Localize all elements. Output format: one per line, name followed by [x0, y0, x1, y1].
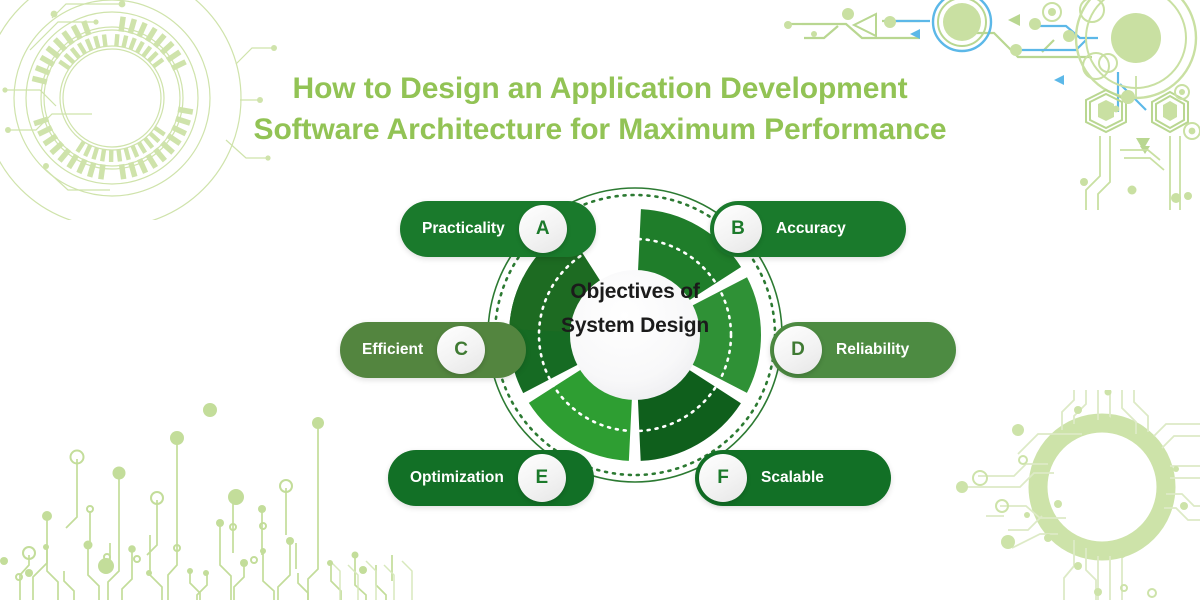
objective-badge-a-letter: A [535, 218, 550, 239]
wheel-center-line-2: System Design [561, 314, 709, 337]
inner-dotted-ring [537, 237, 733, 433]
circuit-ring-decoration [956, 390, 1200, 600]
objective-item-reliability[interactable]: D Reliability [770, 322, 956, 378]
page-title: How to Design an Application Development… [0, 68, 1200, 150]
objective-item-optimization[interactable]: Optimization E [388, 450, 594, 506]
page-title-line-1: How to Design an Application Development [292, 72, 908, 105]
wheel-hub [570, 270, 700, 400]
objective-badge-e: E [517, 454, 566, 502]
objective-badge-b: B [714, 205, 762, 253]
objective-badge-d-letter: D [791, 339, 805, 360]
objective-label-optimization: Optimization [410, 469, 504, 486]
ring-segment-top-left [509, 209, 761, 461]
wheel-center-line-1: Objectives of [570, 280, 700, 303]
objectives-wheel-diagram: Objectives of System Design Practicality… [330, 175, 956, 535]
objective-label-accuracy: Accuracy [776, 220, 846, 237]
objective-badge-f-letter: F [717, 467, 729, 488]
wheel-center-label: Objectives of System Design [505, 275, 765, 343]
objective-label-scalable: Scalable [761, 469, 824, 486]
objective-badge-a: A [518, 205, 567, 253]
objective-item-scalable[interactable]: F Scalable [695, 450, 891, 506]
objective-label-practicality: Practicality [422, 220, 505, 237]
objective-item-practicality[interactable]: Practicality A [400, 201, 596, 257]
objective-badge-f: F [699, 454, 747, 502]
objective-label-reliability: Reliability [836, 341, 910, 358]
objective-badge-c-letter: C [454, 339, 469, 360]
objective-badge-e-letter: E [535, 467, 549, 488]
objective-item-efficient[interactable]: Efficient C [340, 322, 526, 378]
objective-badge-b-letter: B [731, 218, 745, 239]
objective-badge-c: C [437, 326, 486, 374]
objective-item-accuracy[interactable]: B Accuracy [710, 201, 906, 257]
objective-badge-d: D [774, 326, 822, 374]
page-title-line-2: Software Architecture for Maximum Perfor… [253, 113, 947, 146]
objective-label-efficient: Efficient [362, 341, 424, 358]
